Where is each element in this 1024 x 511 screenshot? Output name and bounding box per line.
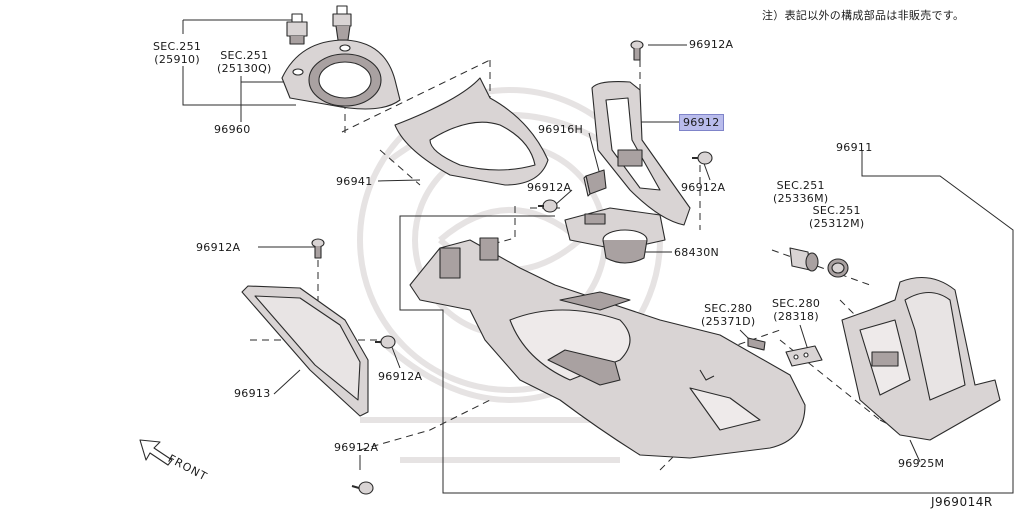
diagram-code: J969014R [931,495,993,509]
side-panel-96913 [241,285,369,417]
screw-96912a-mid [538,199,558,213]
screw-96912a-right [692,151,713,165]
label-sec251-25130q[interactable]: SEC.251(25130Q) [217,49,272,75]
label-96941[interactable]: 96941 [336,175,373,188]
side-finisher-96912 [591,81,691,226]
screw-96912a-top [630,40,644,61]
label-96912a-bottom[interactable]: 96912A [334,441,379,454]
label-96912a-right[interactable]: 96912A [681,181,726,194]
console-lid-96925m [841,276,1001,441]
label-96911[interactable]: 96911 [836,141,873,154]
label-96916h[interactable]: 96916H [538,123,584,136]
label-96912a-top[interactable]: 96912A [689,38,734,51]
connector-25371d [747,337,766,351]
label-96912a-left[interactable]: 96912A [196,241,241,254]
center-console-body-96911 [409,237,806,459]
label-96912a-mid[interactable]: 96912A [527,181,572,194]
cap-25312m [827,258,849,278]
shift-boot-ring-96960 [281,39,401,110]
front-arrow [139,439,173,466]
socket-25336m [789,247,819,272]
screw-96912a-left [311,238,325,259]
label-96925m[interactable]: 96925M [898,457,945,470]
label-sec280-28318[interactable]: SEC.280(28318) [772,297,821,323]
cup-holder-68430n [564,207,666,264]
label-sec251-25910[interactable]: SEC.251(25910) [153,40,202,66]
label-sec251-25336m[interactable]: SEC.251(25336M) [773,179,829,205]
clip-part-25130q [332,5,352,41]
note-text: 注）表記以外の構成部品は非販売です。 [762,9,965,22]
module-28318 [785,345,823,367]
screw-96912a-bottom [351,481,374,495]
clip-part-25910 [286,13,308,45]
label-68430n[interactable]: 68430N [674,246,720,259]
console-finisher-96941 [394,77,549,186]
label-96912-highlighted[interactable]: 96912 [679,114,724,131]
label-96960[interactable]: 96960 [214,123,251,136]
bracket-96916h [583,169,607,197]
label-sec251-25312m[interactable]: SEC.251(25312M) [809,204,865,230]
screw-96912a-lower [375,335,396,349]
label-96912a-lower[interactable]: 96912A [378,370,423,383]
label-96913[interactable]: 96913 [234,387,271,400]
label-sec280-25371d[interactable]: SEC.280(25371D) [701,302,756,328]
